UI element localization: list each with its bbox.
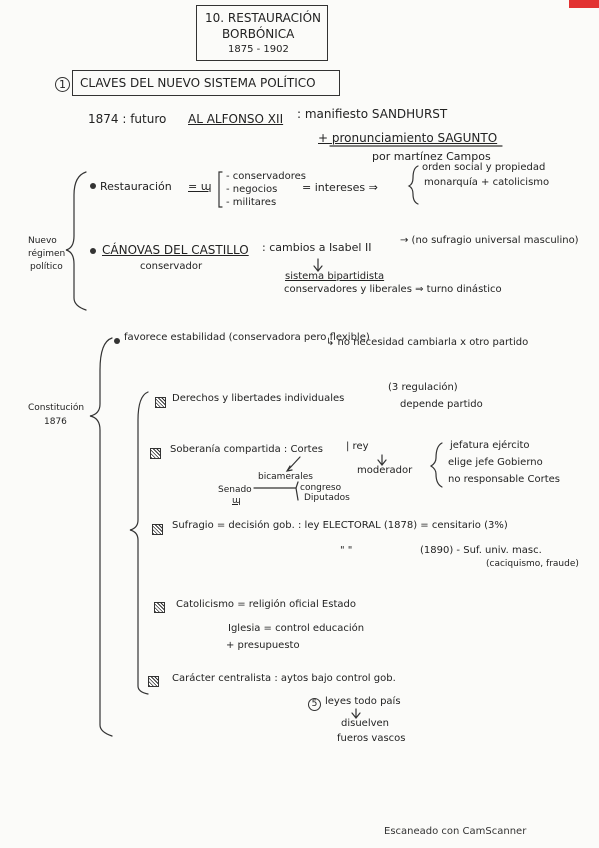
sufragio-ditto: " " xyxy=(340,545,353,556)
title-box xyxy=(196,5,328,61)
leyes-label: leyes todo país xyxy=(325,696,401,707)
canovas-label: CÁNOVAS DEL CASTILLO xyxy=(102,243,249,257)
intro-pronunciamiento: + pronunciamiento SAGUNTO xyxy=(318,131,498,145)
restauracion-abbr: = ɰ xyxy=(188,180,212,193)
square-soberania xyxy=(150,448,161,459)
page-title: 10. RESTAURACIÓN xyxy=(205,11,322,25)
group-item: - conservadores xyxy=(226,171,306,182)
scanner-watermark: Escaneado con CamScanner xyxy=(384,826,527,837)
regimen-label-2: régimen xyxy=(28,249,66,259)
group-item: - negocios xyxy=(226,184,278,195)
turno-dinastico: conservadores y liberales ⇒ turno dinást… xyxy=(284,284,502,295)
cambios-label: : cambios a Isabel II xyxy=(262,241,372,254)
elige-label: elige jefe Gobierno xyxy=(448,457,543,468)
soberania-label: Soberanía compartida : Cortes xyxy=(170,444,323,455)
no-necesidad-label: ↳ no necesidad cambiarla x otro partido xyxy=(326,337,529,348)
intro-manifiesto: : manifiesto SANDHURST xyxy=(297,107,448,121)
bullet-favorece xyxy=(114,338,120,344)
leyes-number: 5 xyxy=(308,698,321,711)
restauracion-label: Restauración xyxy=(100,180,172,193)
caciquismo-label: (caciquismo, fraude) xyxy=(486,559,579,569)
conservador-label: conservador xyxy=(140,261,203,272)
bicamerales-label: bicamerales xyxy=(258,472,313,482)
no-responsable-label: no responsable Cortes xyxy=(448,474,560,485)
bullet-canovas xyxy=(90,248,96,254)
congreso-label: congreso xyxy=(300,483,342,493)
intereses-label: = intereses ⇒ xyxy=(302,181,378,194)
constitucion-label-2: 1876 xyxy=(44,417,67,427)
orden-line-1: orden social y propiedad xyxy=(422,162,546,173)
intro-line1-prefix: 1874 : futuro xyxy=(88,112,167,126)
square-derechos xyxy=(155,397,166,408)
square-catolicismo xyxy=(154,602,165,613)
jefatura-label: jefatura ejército xyxy=(450,440,530,451)
regimen-label-1: Nuevo xyxy=(28,236,57,246)
section-title-box xyxy=(72,70,340,96)
section-title: CLAVES DEL NUEVO SISTEMA POLÍTICO xyxy=(80,76,316,90)
group-item: - militares xyxy=(226,197,277,208)
senado-abbr: ɰ xyxy=(232,496,241,506)
square-sufragio xyxy=(152,524,163,535)
iglesia-label: Iglesia = control educación xyxy=(228,623,365,634)
favorece-label: favorece estabilidad (conservadora pero … xyxy=(124,332,370,343)
constitucion-label-1: Constitución xyxy=(28,403,85,413)
regimen-label-3: político xyxy=(30,262,63,272)
intro-alfonso: AL ALFONSO XII xyxy=(188,112,284,126)
sistema-bipartidista: sistema bipartidista xyxy=(285,271,385,282)
derechos-label: Derechos y libertades individuales xyxy=(172,393,345,404)
presupuesto-label: + presupuesto xyxy=(226,640,300,651)
moderador-label: moderador xyxy=(357,465,413,476)
caracter-label: Carácter centralista : aytos bajo contro… xyxy=(172,673,396,684)
intro-martinez: por martínez Campos xyxy=(372,150,491,163)
disuelven-label: disuelven xyxy=(341,718,390,729)
bullet-restauracion xyxy=(90,183,96,189)
rey-label: | rey xyxy=(346,441,369,452)
catolicismo-label: Catolicismo = religión oficial Estado xyxy=(176,599,356,610)
section-number: 1 xyxy=(55,77,70,92)
page-subtitle: BORBÓNICA xyxy=(222,27,295,41)
diputados-label: Diputados xyxy=(304,493,350,503)
senado-label: Senado xyxy=(218,485,252,495)
corner-mark xyxy=(569,0,599,8)
sufragio-1890: (1890) - Suf. univ. masc. xyxy=(420,545,542,556)
regulacion-label: (3 regulación) xyxy=(388,382,458,393)
sufragio-paren: → (no sufragio universal masculino) xyxy=(400,235,579,246)
page-years: 1875 - 1902 xyxy=(228,44,289,55)
orden-line-2: monarquía + catolicismo xyxy=(424,177,550,188)
square-caracter xyxy=(148,676,159,687)
sufragio-label: Sufragio = decisión gob. : ley ELECTORAL… xyxy=(172,520,508,531)
depende-label: depende partido xyxy=(400,399,483,410)
fueros-label: fueros vascos xyxy=(337,733,406,744)
